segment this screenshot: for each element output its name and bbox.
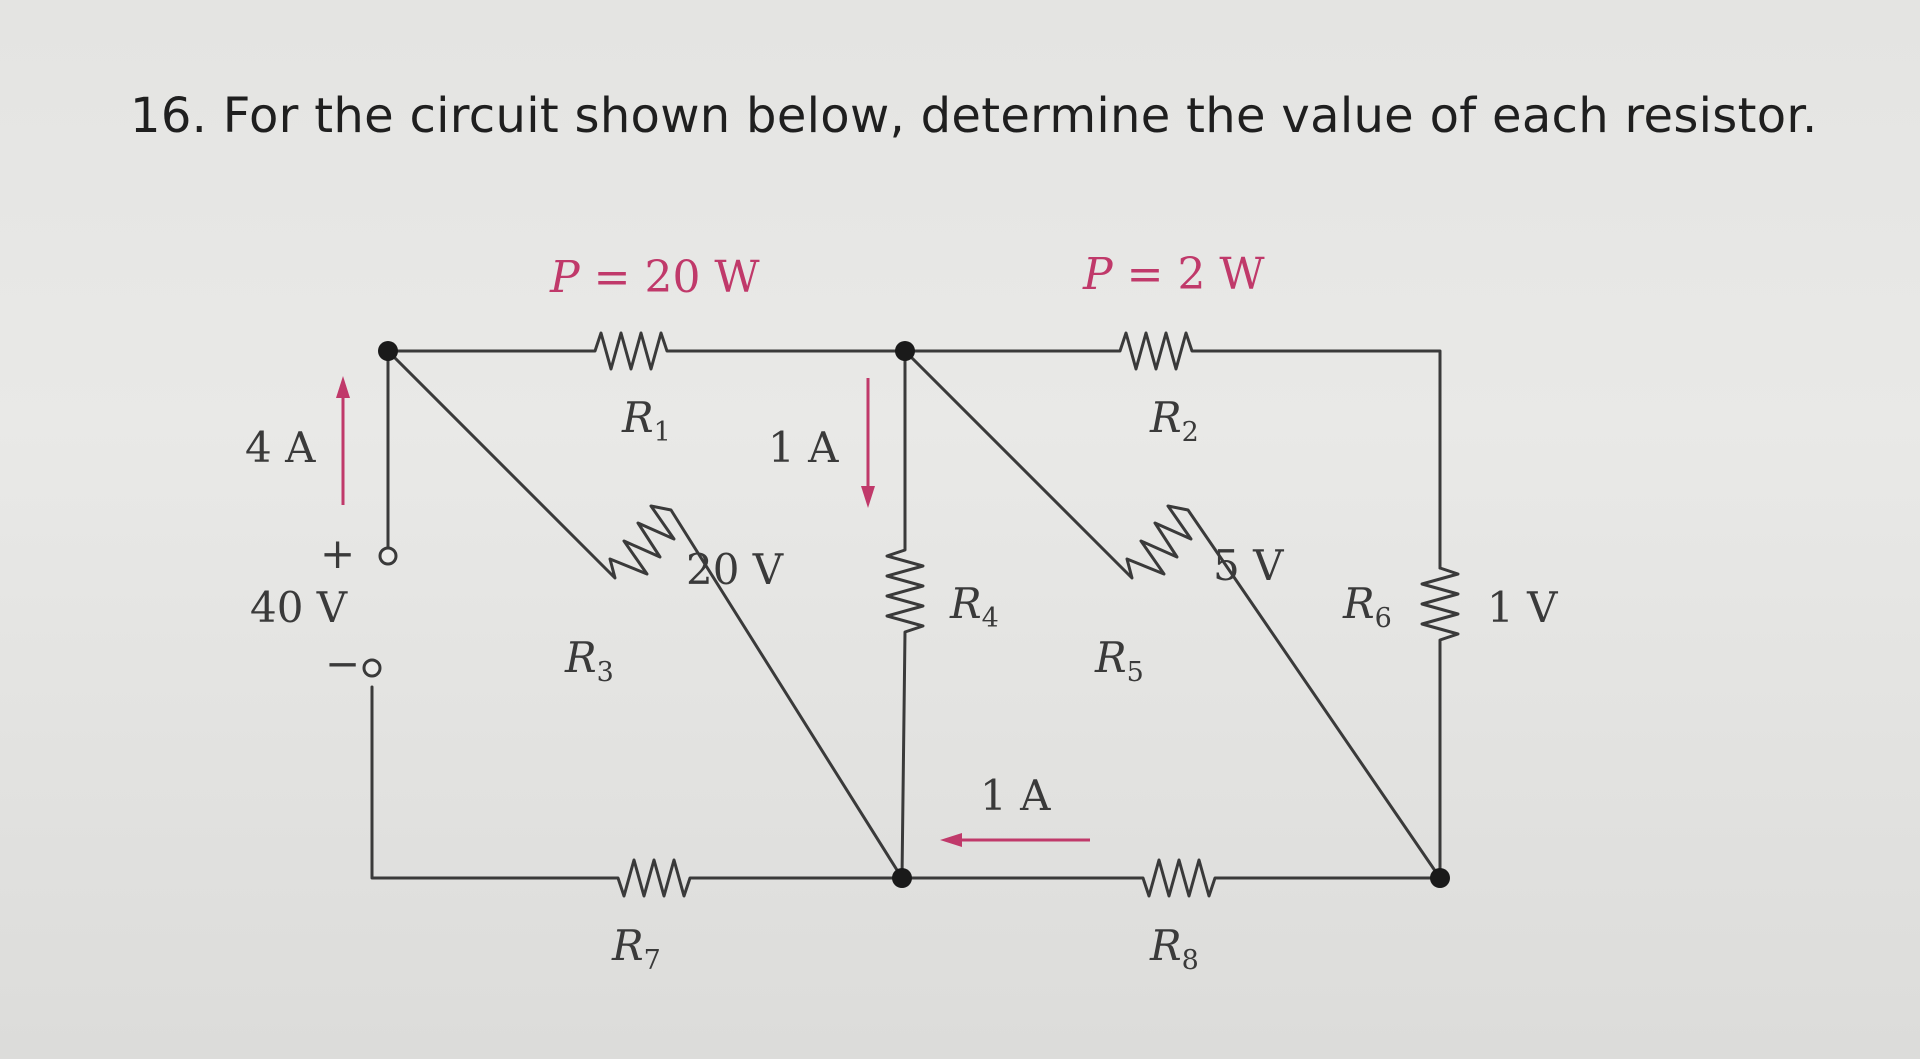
source-voltage-label: 40 V (250, 583, 348, 632)
wire-bottom-right (900, 858, 1442, 898)
r5-label: R5 (1094, 633, 1144, 688)
wire-bottom-left (370, 685, 904, 898)
r8-label: R8 (1149, 921, 1199, 976)
arrow-4a-head (336, 376, 350, 398)
arrow-1a-left-head (940, 833, 962, 847)
r6-label: R6 (1342, 579, 1392, 634)
r2-label: R2 (1149, 393, 1199, 448)
terminal-plus (378, 546, 398, 566)
current-bottom-label: 1 A (980, 771, 1051, 820)
r1-power-label: P = 20 W (549, 252, 760, 303)
current-r4-label: 1 A (768, 423, 839, 472)
voltage-r3-label: 20 V (686, 545, 784, 594)
wire-right-vertical (1420, 566, 1460, 880)
source-plus-sign: + (320, 529, 355, 578)
terminal-minus (362, 658, 382, 678)
node-bottom-right (1430, 868, 1450, 888)
r2-power-label: P = 2 W (1082, 249, 1265, 300)
r4-label: R4 (949, 579, 999, 634)
question-text: 16. For the circuit shown below, determi… (130, 88, 1818, 144)
wire-middle-vertical (885, 349, 925, 880)
wire-diagonal-r3 (386, 349, 904, 880)
voltage-r6-label: 1 V (1487, 583, 1558, 632)
node-top-middle (895, 341, 915, 361)
wire-top-left (386, 331, 907, 371)
arrow-1a-down-head (861, 486, 875, 508)
r7-label: R7 (611, 921, 661, 976)
wire-diagonal-r5 (903, 349, 1442, 880)
node-top-left (378, 341, 398, 361)
source-minus-sign: − (325, 639, 360, 688)
r3-label: R3 (564, 633, 614, 688)
r1-label: R1 (621, 393, 671, 448)
wire-top-right (903, 331, 1442, 570)
node-bottom-middle (892, 868, 912, 888)
source-current-label: 4 A (245, 423, 316, 472)
voltage-r5-label: 5 V (1213, 541, 1284, 590)
